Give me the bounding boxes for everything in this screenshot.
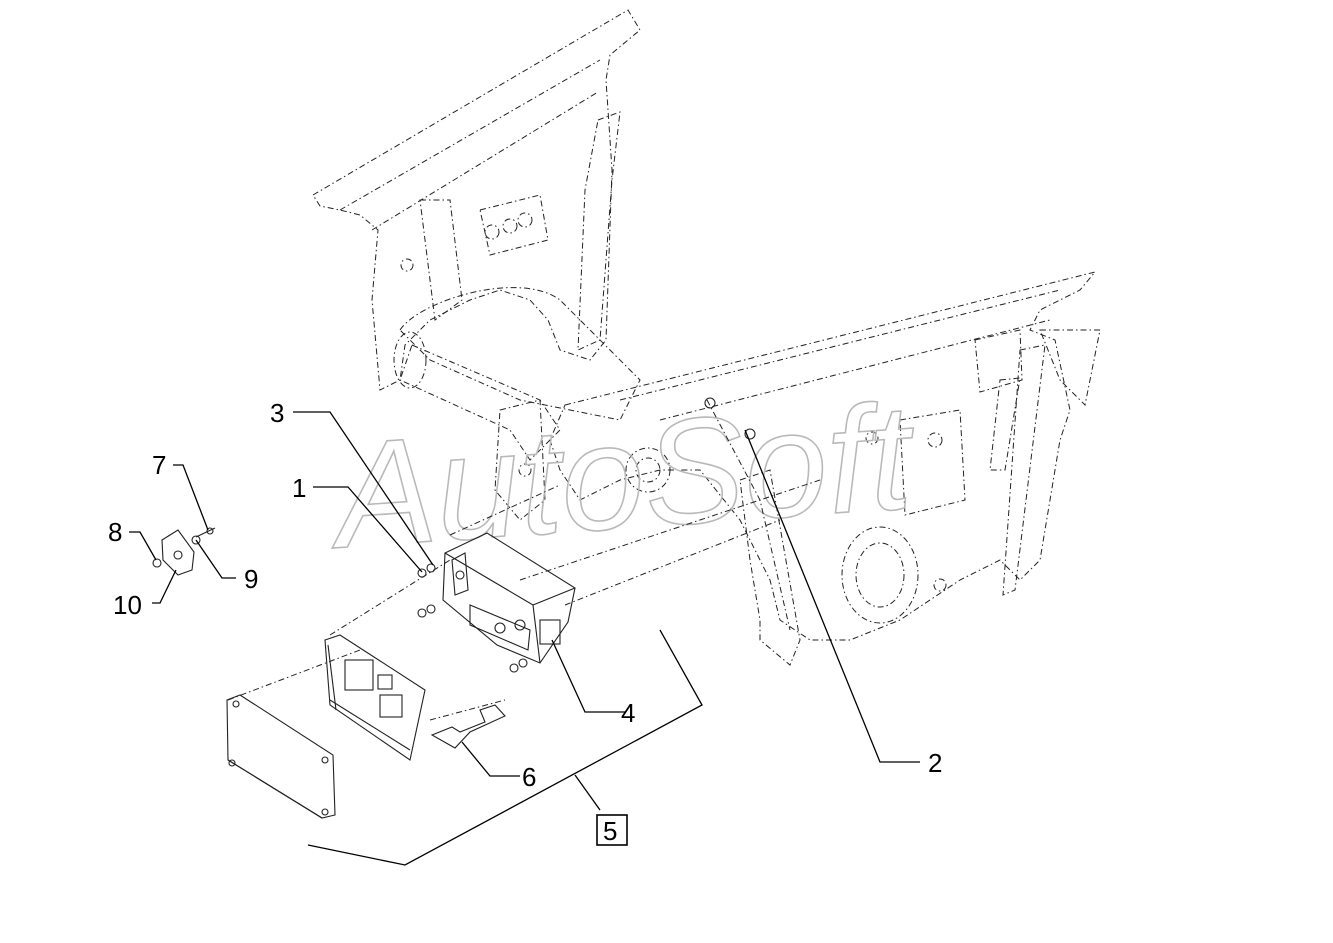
housing-screws bbox=[417, 563, 528, 673]
callout-4: 4 bbox=[621, 698, 635, 728]
callout-5: 5 bbox=[603, 816, 617, 846]
watermark-text: AutoSoft bbox=[322, 371, 921, 580]
callout-1: 1 bbox=[292, 473, 306, 503]
gasket-strip bbox=[430, 704, 506, 749]
callout-labels: 3 1 7 8 9 10 4 6 2 5 bbox=[108, 398, 942, 846]
callout-6: 6 bbox=[522, 762, 536, 792]
small-bracket-assembly bbox=[152, 527, 216, 576]
frame-nuts bbox=[704, 397, 756, 440]
control-box-housing bbox=[442, 532, 576, 664]
projection-lines bbox=[227, 399, 821, 721]
leader-lines bbox=[129, 411, 920, 866]
callout-8: 8 bbox=[108, 517, 122, 547]
callout-2: 2 bbox=[928, 748, 942, 778]
callout-3: 3 bbox=[270, 398, 284, 428]
callout-5-box bbox=[596, 814, 628, 846]
circuit-board bbox=[324, 634, 426, 761]
vehicle-frame bbox=[312, 9, 1101, 666]
cover-plate bbox=[226, 694, 336, 819]
callout-9: 9 bbox=[244, 564, 258, 594]
callout-10: 10 bbox=[113, 590, 142, 620]
callout-7: 7 bbox=[152, 450, 166, 480]
